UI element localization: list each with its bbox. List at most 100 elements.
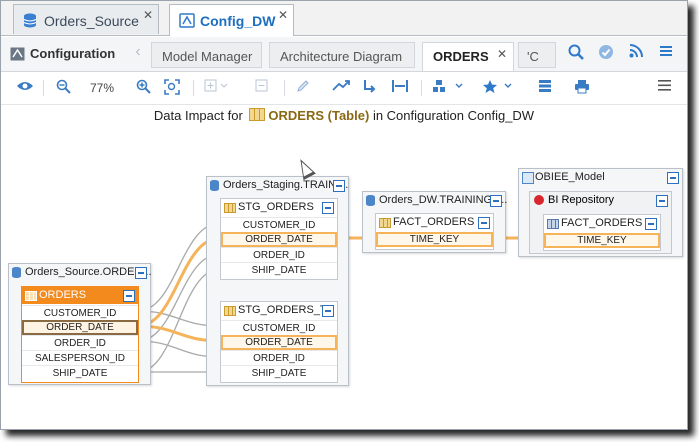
table-icon bbox=[224, 203, 236, 213]
collapse-icon[interactable] bbox=[667, 172, 679, 184]
app-window: Orders_Source ✕ Config_DW ✕ Configuratio… bbox=[0, 0, 688, 430]
chevron-left-icon[interactable]: ‹ bbox=[135, 43, 141, 60]
group-name: Orders_DW.TRAINING_... bbox=[379, 194, 508, 206]
column-order-date[interactable]: ORDER_DATE bbox=[221, 335, 337, 350]
star-icon[interactable] bbox=[483, 79, 513, 97]
tab-label: Config_DW bbox=[200, 13, 276, 29]
bi-model-icon bbox=[522, 172, 534, 184]
diagram-toolbar: 77% bbox=[1, 72, 687, 105]
group-name: OBIEE_Model bbox=[535, 171, 605, 183]
database-icon bbox=[366, 195, 375, 206]
close-icon[interactable]: ✕ bbox=[496, 47, 507, 61]
tab-architecture-diagram[interactable]: Architecture Diagram bbox=[269, 42, 415, 68]
group-obiee-model[interactable]: OBIEE_Model BI Repository FACT_ORDERS TI… bbox=[518, 168, 683, 257]
tab-label: Orders_Source bbox=[44, 13, 139, 29]
separator bbox=[43, 80, 44, 96]
column-salesperson-id[interactable]: SALESPERSON_ID bbox=[22, 350, 138, 365]
table-name: STG_ORDERS_T... bbox=[238, 304, 335, 316]
table-icon bbox=[249, 108, 266, 121]
column-ship-date[interactable]: SHIP_DATE bbox=[221, 365, 337, 380]
document-tab-strip: Orders_Source ✕ Config_DW ✕ bbox=[1, 1, 687, 36]
check-circle-icon[interactable] bbox=[597, 44, 615, 62]
menu-icon[interactable] bbox=[657, 44, 675, 62]
zoom-level: 77% bbox=[90, 81, 115, 95]
list-icon[interactable] bbox=[538, 79, 552, 97]
table-fact-orders[interactable]: FACT_ORDERS TIME_KEY bbox=[375, 213, 494, 250]
tab-label: ORDERS bbox=[433, 49, 489, 64]
column-customer-id[interactable]: CUSTOMER_ID bbox=[221, 320, 337, 335]
group-name: Orders_Staging.TRAINI... bbox=[223, 179, 349, 191]
group-orders-staging[interactable]: Orders_Staging.TRAINI... STG_ORDERS CUST… bbox=[206, 176, 349, 386]
hamburger-menu-icon[interactable] bbox=[657, 79, 672, 97]
column-ship-date[interactable]: SHIP_DATE bbox=[22, 365, 138, 380]
lineage-icon[interactable] bbox=[332, 79, 350, 97]
layout-icon[interactable] bbox=[432, 79, 464, 97]
table-fact-orders-bi[interactable]: FACT_ORDERS TIME_KEY bbox=[543, 214, 661, 251]
table-name: ORDERS bbox=[39, 289, 87, 301]
bi-repository[interactable]: BI Repository FACT_ORDERS TIME_KEY bbox=[529, 191, 672, 254]
column-customer-id[interactable]: CUSTOMER_ID bbox=[221, 217, 337, 232]
route-icon[interactable] bbox=[362, 79, 376, 97]
column-order-id[interactable]: ORDER_ID bbox=[221, 247, 337, 262]
oracle-icon bbox=[534, 195, 544, 205]
expand-all-icon[interactable] bbox=[204, 79, 230, 97]
database-icon bbox=[12, 267, 21, 278]
column-order-id[interactable]: ORDER_ID bbox=[22, 335, 138, 350]
column-order-date[interactable]: ORDER_DATE bbox=[221, 232, 337, 247]
separator bbox=[284, 80, 285, 96]
column-order-date[interactable]: ORDER_DATE bbox=[22, 320, 138, 335]
align-icon[interactable] bbox=[392, 79, 408, 97]
tab-config-dw[interactable]: Config_DW ✕ bbox=[169, 4, 294, 36]
collapse-icon[interactable] bbox=[322, 202, 334, 214]
collapse-icon[interactable] bbox=[478, 217, 490, 229]
column-time-key[interactable]: TIME_KEY bbox=[376, 232, 493, 247]
group-name: Orders_Source.ORDER... bbox=[25, 266, 152, 278]
zoom-out-icon[interactable] bbox=[56, 79, 71, 97]
search-icon[interactable] bbox=[567, 44, 585, 62]
configuration-icon bbox=[179, 13, 195, 31]
table-name: STG_ORDERS bbox=[238, 201, 314, 213]
table-name: FACT_ORDERS bbox=[561, 217, 643, 229]
database-icon bbox=[23, 13, 37, 31]
collapse-icon[interactable] bbox=[322, 305, 334, 317]
close-icon[interactable]: ✕ bbox=[142, 8, 153, 22]
separator bbox=[193, 80, 194, 96]
collapse-icon[interactable] bbox=[645, 218, 657, 230]
separator bbox=[421, 80, 422, 96]
rss-icon[interactable] bbox=[627, 44, 645, 62]
tab-orders-source[interactable]: Orders_Source ✕ bbox=[13, 4, 159, 34]
table-icon bbox=[547, 219, 559, 229]
group-orders-dw[interactable]: Orders_DW.TRAINING_... FACT_ORDERS TIME_… bbox=[362, 191, 508, 253]
collapse-icon[interactable] bbox=[135, 267, 147, 279]
pencil-icon[interactable] bbox=[296, 79, 310, 97]
eye-icon[interactable] bbox=[16, 79, 34, 97]
collapse-all-icon[interactable] bbox=[255, 79, 268, 97]
collapse-icon[interactable] bbox=[123, 290, 135, 302]
impacted-object-name: ORDERS (Table) bbox=[268, 108, 370, 123]
table-stg-orders[interactable]: STG_ORDERS CUSTOMER_ID ORDER_DATE ORDER_… bbox=[220, 198, 338, 280]
table-stg-orders-t[interactable]: STG_ORDERS_T... CUSTOMER_ID ORDER_DATE O… bbox=[220, 301, 338, 383]
column-ship-date[interactable]: SHIP_DATE bbox=[221, 262, 337, 277]
collapse-icon[interactable] bbox=[333, 180, 345, 192]
print-icon[interactable] bbox=[574, 79, 590, 97]
table-icon bbox=[25, 291, 37, 301]
tab-truncated[interactable]: 'C bbox=[518, 42, 556, 68]
collapse-icon[interactable] bbox=[490, 195, 502, 207]
repository-name: BI Repository bbox=[548, 194, 615, 206]
group-orders-source[interactable]: Orders_Source.ORDER... ORDERS CUSTOMER_I… bbox=[8, 263, 152, 385]
column-customer-id[interactable]: CUSTOMER_ID bbox=[22, 305, 138, 320]
tab-model-manager[interactable]: Model Manager bbox=[151, 42, 262, 68]
collapse-icon[interactable] bbox=[656, 195, 668, 207]
close-icon[interactable]: ✕ bbox=[277, 8, 288, 22]
editor-tab-bar: Configuration ‹ Model Manager Architectu… bbox=[1, 37, 687, 72]
column-time-key[interactable]: TIME_KEY bbox=[544, 233, 660, 248]
table-name: FACT_ORDERS bbox=[393, 216, 475, 228]
zoom-in-icon[interactable] bbox=[136, 79, 151, 97]
table-icon bbox=[224, 306, 236, 316]
diagram-title: Data Impact for ORDERS (Table) in Config… bbox=[153, 108, 535, 123]
column-order-id[interactable]: ORDER_ID bbox=[221, 350, 337, 365]
configuration-icon bbox=[10, 47, 25, 61]
table-orders[interactable]: ORDERS CUSTOMER_ID ORDER_DATE ORDER_ID S… bbox=[21, 286, 139, 383]
tab-orders[interactable]: ORDERS ✕ bbox=[422, 42, 514, 71]
fit-to-screen-icon[interactable] bbox=[164, 79, 180, 97]
